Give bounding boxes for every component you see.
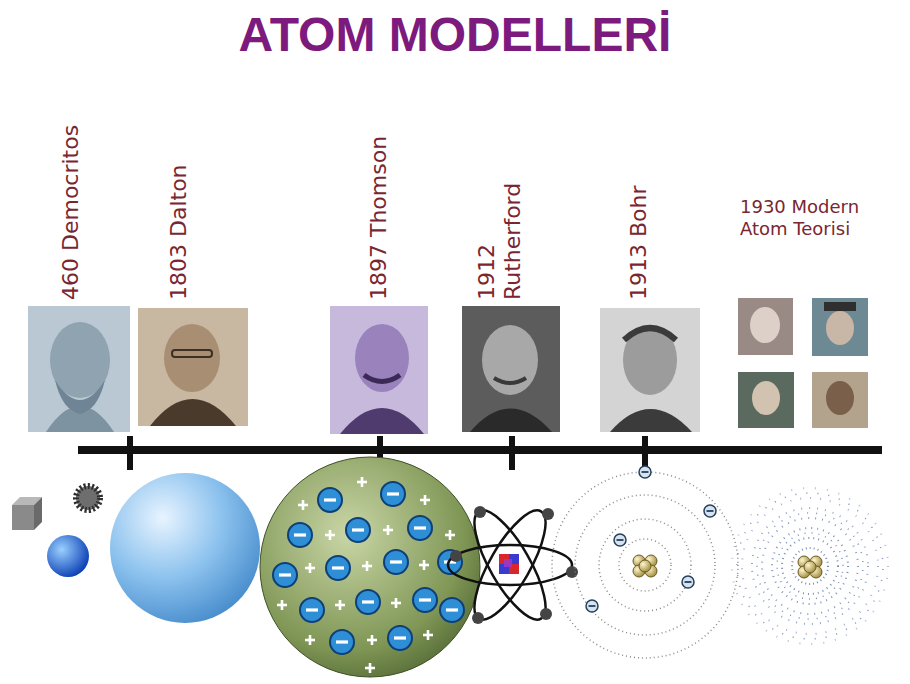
timeline-axis [78, 436, 882, 470]
bohr-model [552, 466, 738, 658]
portrait-bohr [600, 308, 700, 432]
year-label: 1913 Bohr [626, 185, 652, 300]
year-label: 460 Democritos [58, 125, 84, 300]
portrait-dalton [138, 308, 248, 426]
diagram-title: ATOM MODELLERİ [0, 6, 910, 64]
portrait-rutherford [462, 306, 560, 432]
rutherford-model [448, 501, 578, 628]
portrait-modern-scientists [738, 298, 868, 428]
dalton-model [110, 473, 260, 623]
democritos-model [12, 486, 100, 577]
portrait-thomson [330, 306, 428, 434]
year-label: 1930 Modern Atom Teorisi [740, 196, 890, 239]
modern-electron-cloud [707, 463, 910, 668]
year-label: 1803 Dalton [166, 164, 192, 300]
year-label: 1912 Rutherford [474, 170, 527, 300]
year-label: 1897 Thomson [366, 136, 392, 300]
portrait-democritos [28, 306, 130, 432]
